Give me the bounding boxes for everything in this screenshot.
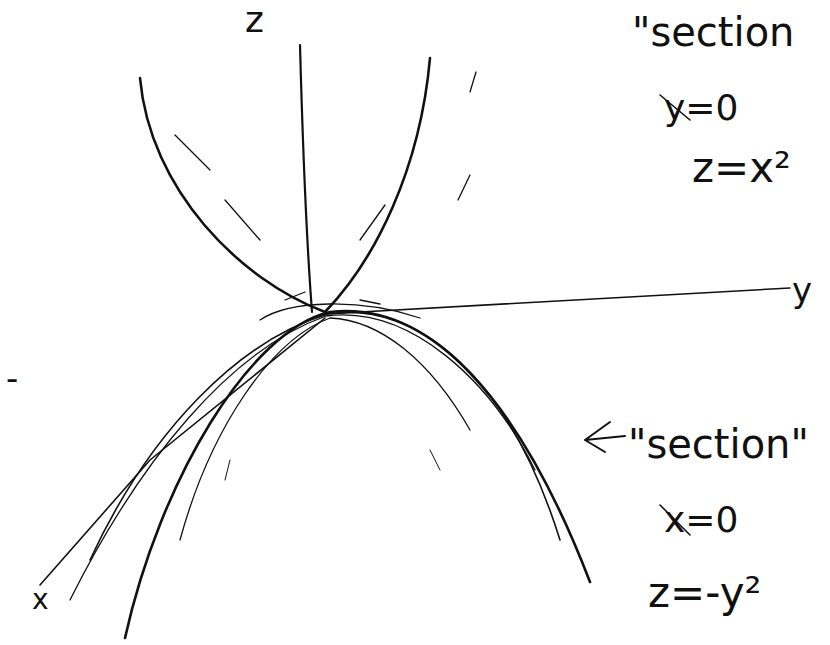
parabola-down <box>125 311 590 638</box>
section-note: "section <box>632 10 794 54</box>
axis-label: z <box>245 0 264 40</box>
sketch-stroke <box>430 450 440 470</box>
x-axis <box>40 318 325 585</box>
axis-label: x <box>32 585 49 616</box>
equation-label: z=-y² <box>648 570 761 616</box>
saddle-curve <box>260 304 420 320</box>
sketch-stroke <box>225 460 230 480</box>
sketch-stroke <box>360 205 385 240</box>
sketch-stroke <box>458 175 470 200</box>
sketch-stroke <box>175 135 210 170</box>
equation-label: x=0 <box>664 500 738 540</box>
axis-label: y <box>792 272 812 309</box>
parabola-up <box>140 58 430 312</box>
sign-mark: - <box>6 360 18 397</box>
equation-label: z=x² <box>692 145 791 191</box>
equation-label: y=0 <box>664 88 738 128</box>
parabola-down <box>180 318 470 540</box>
sketch-stroke <box>285 292 305 300</box>
pointer-arrow <box>585 422 625 452</box>
z-axis <box>300 45 312 312</box>
sketch-stroke <box>470 72 476 92</box>
parabola-down <box>90 312 560 560</box>
parabola-down <box>70 315 535 600</box>
section-note: "section" <box>628 422 809 466</box>
sketch-stroke <box>360 300 380 304</box>
sketch-stroke <box>225 200 260 240</box>
y-axis <box>325 288 790 314</box>
